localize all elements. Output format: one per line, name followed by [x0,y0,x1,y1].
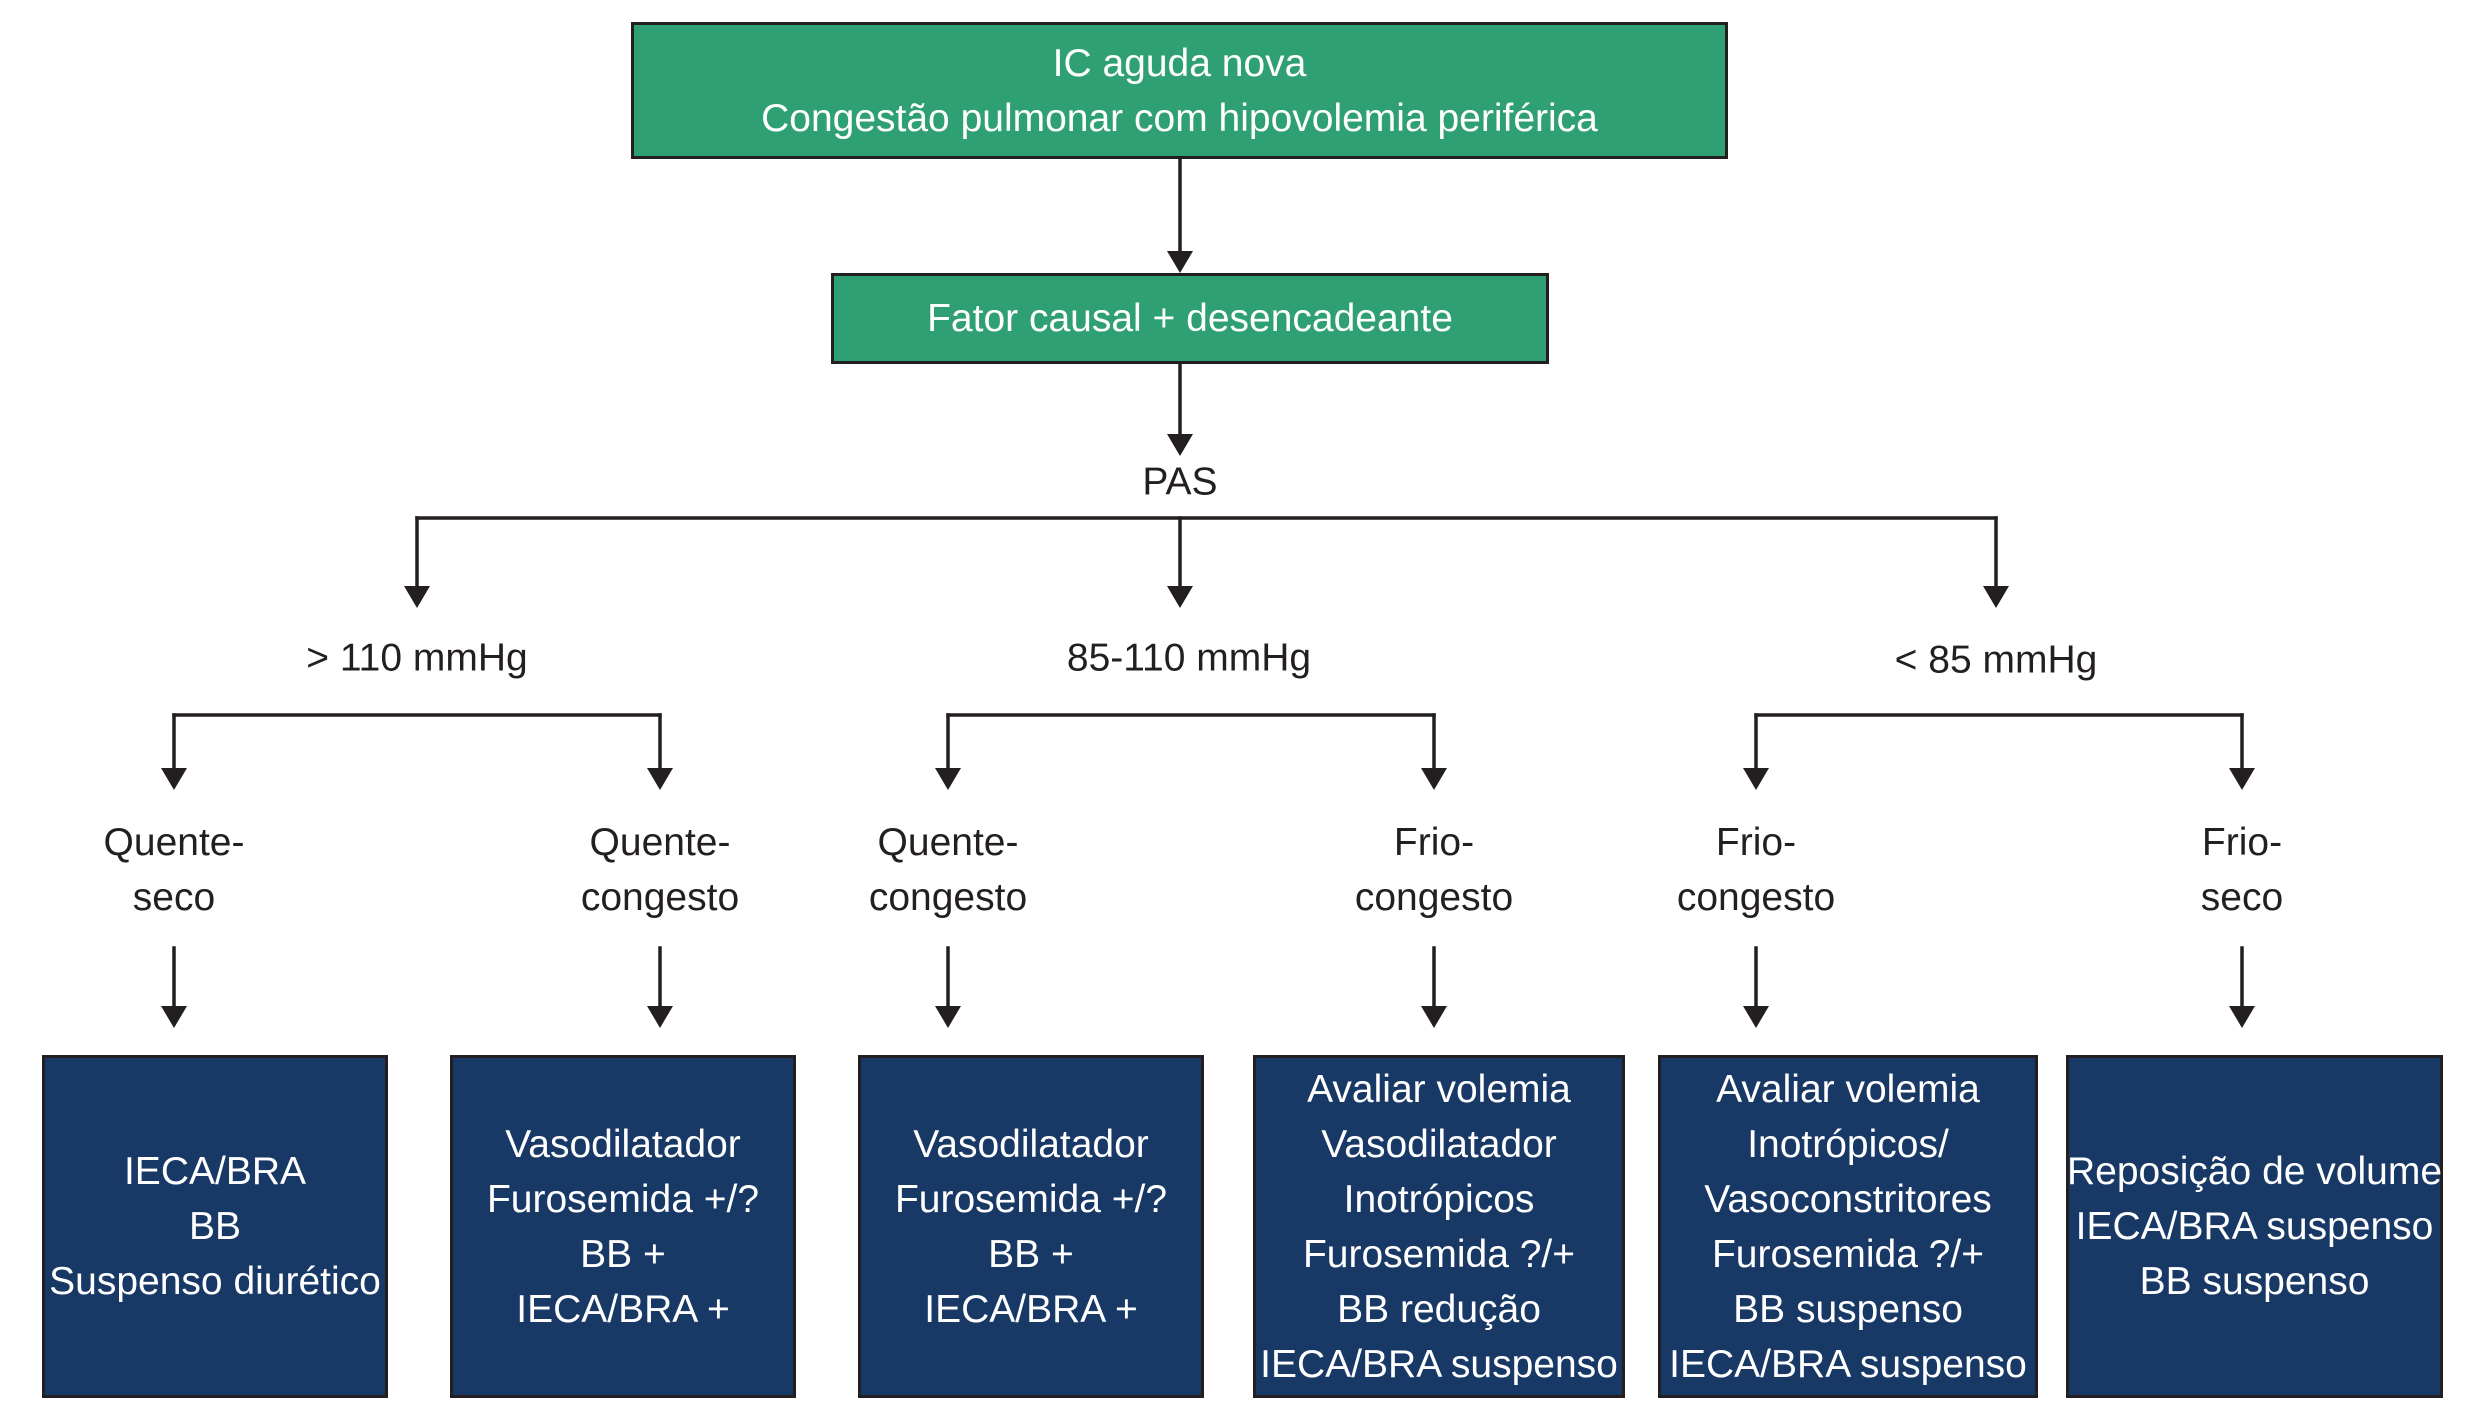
arrow-pas-mid-head [1167,586,1193,608]
arrow-profile-3-head [935,1006,961,1028]
arrow-pas-low-head [1983,586,2009,608]
profile-label-4: Frio- congesto [1354,821,1514,919]
treatment-box-5: Avaliar volemia Inotrópicos/ Vasoconstri… [1658,1055,2038,1398]
arrow-group-3-right-head [2229,768,2255,790]
cause-label: Fator causal + desencadeante [927,297,1453,340]
arrow-profile-4-head [1421,1006,1447,1028]
pressure-label-low: < 85 mmHg [1894,638,2098,682]
profile-label-3: Quente- congesto [868,821,1028,919]
arrow-group-2-right-head [1421,768,1447,790]
profile-label-5: Frio- congesto [1676,821,1836,919]
arrow-pas-high-head [404,586,430,608]
treatment-box-1: IECA/BRA BB Suspenso diurético [42,1055,388,1398]
arrow-group-1-left-head [161,768,187,790]
cause-box: Fator causal + desencadeante [831,273,1549,364]
treatment-box-2: Vasodilatador Furosemida +/? BB + IECA/B… [450,1055,796,1398]
arrow-group-1-right-head [647,768,673,790]
treatment-box-3: Vasodilatador Furosemida +/? BB + IECA/B… [858,1055,1204,1398]
arrow-cause-to-pas-head [1167,434,1193,456]
pressure-label-high: > 110 mmHg [306,636,528,680]
treatment-box-6: Reposição de volume IECA/BRA suspenso BB… [2066,1055,2443,1398]
profile-label-2: Quente- congesto [580,821,740,919]
treatment-box-4: Avaliar volemia Vasodilatador Inotrópico… [1253,1055,1625,1398]
arrow-profile-5-head [1743,1006,1769,1028]
arrow-profile-6-head [2229,1006,2255,1028]
pressure-label-mid: 85-110 mmHg [1066,636,1312,680]
top-box-line-2: Congestão pulmonar com hipovolemia perif… [761,96,1598,140]
arrow-group-3-left-head [1743,768,1769,790]
arrow-group-2-left-head [935,768,961,790]
top-box: IC aguda nova Congestão pulmonar com hip… [631,22,1728,159]
arrow-top-to-cause-head [1167,251,1193,273]
top-box-line-1: IC aguda nova [1052,41,1307,85]
arrow-profile-2-head [647,1006,673,1028]
arrow-profile-1-head [161,1006,187,1028]
profile-label-6: Frio- seco [2200,821,2284,919]
pas-label: PAS [1142,460,1218,504]
profile-label-1: Quente- seco [103,821,245,919]
